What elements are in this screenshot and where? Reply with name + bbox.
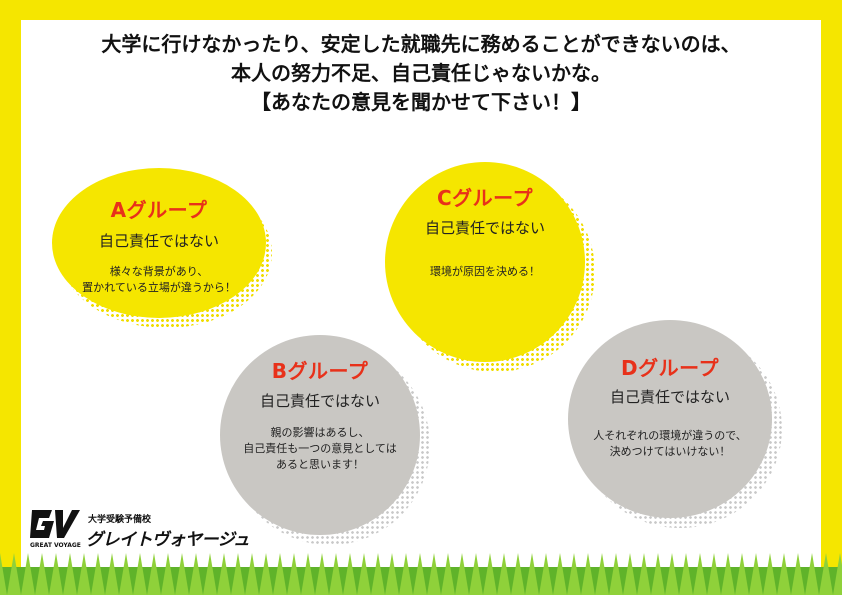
grass-blade [0, 553, 7, 595]
group-b-body: 親の影響はあるし、 自己責任も一つの意見としては あると思います！ [220, 425, 420, 473]
grass-blade [791, 553, 805, 595]
grass-blade [665, 553, 679, 595]
grass-blade [721, 553, 735, 595]
grass-blade [161, 553, 175, 595]
grass-blade [91, 553, 105, 595]
heading-line-2: 本人の努力不足、自己責任じゃないかな。 [231, 61, 611, 85]
grass-blade [609, 553, 623, 595]
grass-blade [287, 553, 301, 595]
page-heading: 大学に行けなかったり、安定した就職先に務めることができないのは、 本人の努力不足… [0, 30, 842, 117]
grass-blade [651, 553, 665, 595]
grass-blade [119, 553, 133, 595]
group-c-body-line: 環境が原因を決める！ [430, 265, 540, 278]
group-b-card: Bグループ 自己責任ではない 親の影響はあるし、 自己責任も一つの意見としては … [220, 335, 420, 535]
group-d-card: Dグループ 自己責任ではない 人それぞれの環境が違うので、 決めつけてはいけない… [568, 320, 772, 518]
grass-blade [693, 553, 707, 595]
grass-blade [441, 553, 455, 595]
group-b-body-line: 親の影響はあるし、 [270, 426, 370, 439]
grass-blade [329, 553, 343, 595]
group-a-card: Aグループ 自己責任ではない 様々な背景があり、 置かれている立場が違うから！ [52, 168, 266, 318]
school-logo: GREAT VOYAGE 大学受験予備校 グレイトヴォヤージュ [30, 508, 250, 552]
grass-blade [749, 553, 763, 595]
group-b-title: Bグループ [271, 359, 369, 383]
logo-tagline: 大学受験予備校 [88, 515, 152, 525]
grass-blade [483, 553, 497, 595]
grass-blade [49, 553, 63, 595]
grass-blade [497, 553, 511, 595]
group-d-body-line: 決めつけてはいけない！ [609, 445, 731, 458]
grass-blade [147, 553, 161, 595]
grass-blade [707, 553, 721, 595]
grass-blade [63, 553, 77, 595]
group-a-body: 様々な背景があり、 置かれている立場が違うから！ [52, 264, 266, 296]
grass-blade [455, 553, 469, 595]
grass-blade [21, 553, 35, 595]
grass-blade [217, 553, 231, 595]
group-c-title: Cグループ [437, 186, 533, 210]
grass-blade [833, 553, 842, 595]
grass-blade [77, 553, 91, 595]
grass-blade [637, 553, 651, 595]
grass-blade [763, 553, 777, 595]
group-d-body: 人それぞれの環境が違うので、 決めつけてはいけない！ [568, 428, 772, 460]
grass-blade [819, 553, 833, 595]
heading-line-3: 【あなたの意見を聞かせて下さい！】 [251, 90, 591, 114]
grass-blade [273, 553, 287, 595]
grass-blade [315, 553, 329, 595]
grass-blade [623, 553, 637, 595]
group-c-body: 環境が原因を決める！ [385, 264, 585, 280]
grass-blade [301, 553, 315, 595]
grass-blade [511, 553, 525, 595]
grass-blade [399, 553, 413, 595]
group-a-body-line: 様々な背景があり、 [109, 265, 209, 278]
grass-blade [7, 553, 21, 595]
grass-blade [385, 553, 399, 595]
grass-blade [175, 553, 189, 595]
grass-blade [539, 553, 553, 595]
group-d-body-line: 人それぞれの環境が違うので、 [593, 429, 747, 442]
grass-blade [245, 553, 259, 595]
logo-name: グレイトヴォヤージュ [86, 530, 250, 550]
group-c-subtitle: 自己責任ではない [424, 219, 545, 237]
group-b-subtitle: 自己責任ではない [259, 392, 380, 410]
gv-logo-icon [30, 510, 80, 538]
grass-blade [133, 553, 147, 595]
group-d-subtitle: 自己責任ではない [609, 388, 730, 406]
grass-blade [189, 553, 203, 595]
heading-line-1: 大学に行けなかったり、安定した就職先に務めることができないのは、 [101, 32, 741, 56]
grass-blade [357, 553, 371, 595]
grass-blade [371, 553, 385, 595]
grass-blade [413, 553, 427, 595]
grass-blade [105, 553, 119, 595]
grass-blade [679, 553, 693, 595]
grass-blade [231, 553, 245, 595]
grass-blade [595, 553, 609, 595]
group-a-title: Aグループ [110, 198, 208, 222]
group-b-body-line: 自己責任も一つの意見としては [243, 442, 397, 455]
grass-blade [35, 553, 49, 595]
grass-decoration [0, 553, 842, 595]
grass-blade [553, 553, 567, 595]
group-c-card: Cグループ 自己責任ではない 環境が原因を決める！ [385, 162, 585, 362]
grass-blade [581, 553, 595, 595]
grass-blade [343, 553, 357, 595]
grass-blade [259, 553, 273, 595]
group-a-body-line: 置かれている立場が違うから！ [82, 281, 236, 294]
grass-blade [469, 553, 483, 595]
grass-blade [427, 553, 441, 595]
group-d-title: Dグループ [621, 356, 719, 380]
grass-blade [735, 553, 749, 595]
logo-english-name: GREAT VOYAGE [30, 542, 81, 549]
grass-blade [203, 553, 217, 595]
group-a-subtitle: 自己責任ではない [98, 232, 219, 250]
grass-blade [805, 553, 819, 595]
group-b-body-line: あると思います！ [276, 458, 364, 471]
grass-blade [525, 553, 539, 595]
grass-blade [777, 553, 791, 595]
grass-blade [567, 553, 581, 595]
